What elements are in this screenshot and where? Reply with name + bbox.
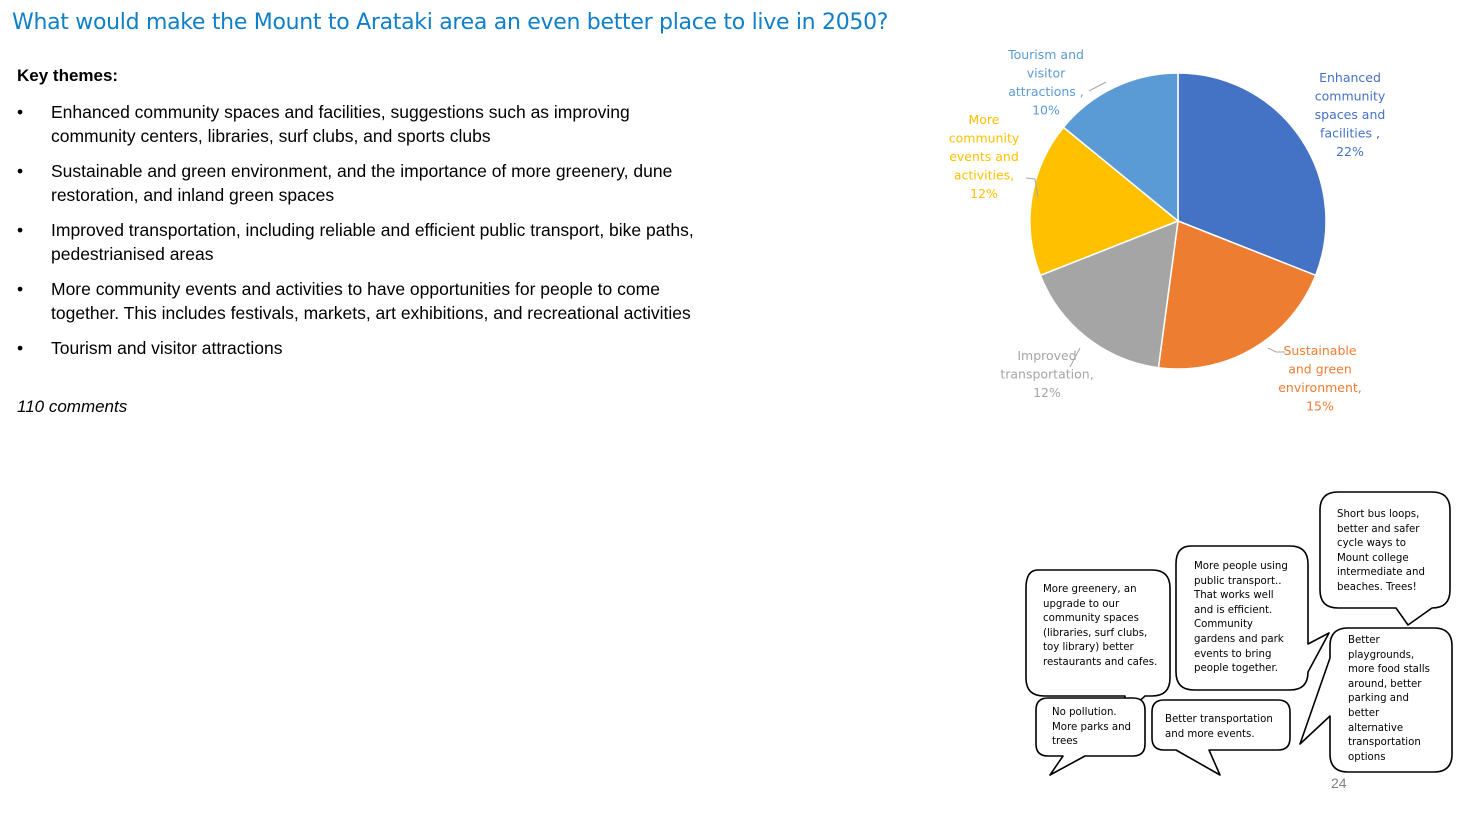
theme-text: Enhanced community spaces and facilities… — [51, 102, 630, 146]
quote-text: Short bus loops, better and safer cycle … — [1337, 509, 1425, 593]
quote-text: More greenery, an upgrade to our communi… — [1043, 584, 1158, 668]
page-number: 24 — [1331, 775, 1347, 791]
speech-bubble — [1319, 491, 1451, 626]
pie-slice — [1157, 219, 1317, 370]
slide-title: What would make the Mount to Arataki are… — [12, 10, 889, 35]
speech-bubble — [1175, 545, 1330, 691]
pie-slice — [1039, 219, 1179, 369]
speech-bubble — [1151, 699, 1291, 776]
bullet-icon: • — [17, 338, 24, 358]
leader-line — [1267, 347, 1285, 353]
speech-bubble — [1299, 627, 1453, 773]
pie-slice — [1177, 72, 1327, 277]
quote-text: Better playgrounds, more food stalls aro… — [1348, 635, 1430, 763]
bullet-icon: • — [17, 161, 24, 181]
bullet-icon: • — [17, 279, 24, 299]
theme-text: Improved transportation, including relia… — [51, 220, 694, 264]
key-themes-list: • Enhanced community spaces and facilitie… — [17, 101, 697, 373]
comment-count: 110 comments — [17, 397, 128, 416]
leader-line — [1025, 177, 1039, 198]
theme-text: Tourism and visitor attractions — [51, 338, 283, 358]
theme-item: • Enhanced community spaces and facilitie… — [17, 101, 697, 148]
pie-slice — [1062, 72, 1179, 223]
theme-item: • Tourism and visitor attractions — [17, 337, 697, 361]
bullet-icon: • — [17, 220, 24, 240]
quote-text: No pollution. More parks and trees — [1052, 707, 1132, 748]
bullet-icon: • — [17, 102, 24, 122]
pie-slice — [1029, 126, 1180, 277]
theme-item: • Improved transportation, including reli… — [17, 219, 697, 266]
theme-text: Sustainable and green environment, and t… — [51, 161, 673, 205]
theme-item: • More community events and activities to… — [17, 278, 697, 325]
quote-text: More people using public transport.. Tha… — [1194, 561, 1288, 675]
leader-line — [1088, 81, 1107, 92]
key-themes-heading: Key themes: — [17, 66, 119, 85]
theme-text: More community events and activities to … — [51, 279, 691, 323]
leader-line — [1069, 347, 1081, 368]
quote-text: Better transportation and more events. — [1165, 714, 1273, 740]
speech-bubble — [1035, 697, 1146, 776]
quote-bubbles — [1025, 491, 1453, 776]
theme-item: • Sustainable and green environment, and … — [17, 160, 697, 207]
